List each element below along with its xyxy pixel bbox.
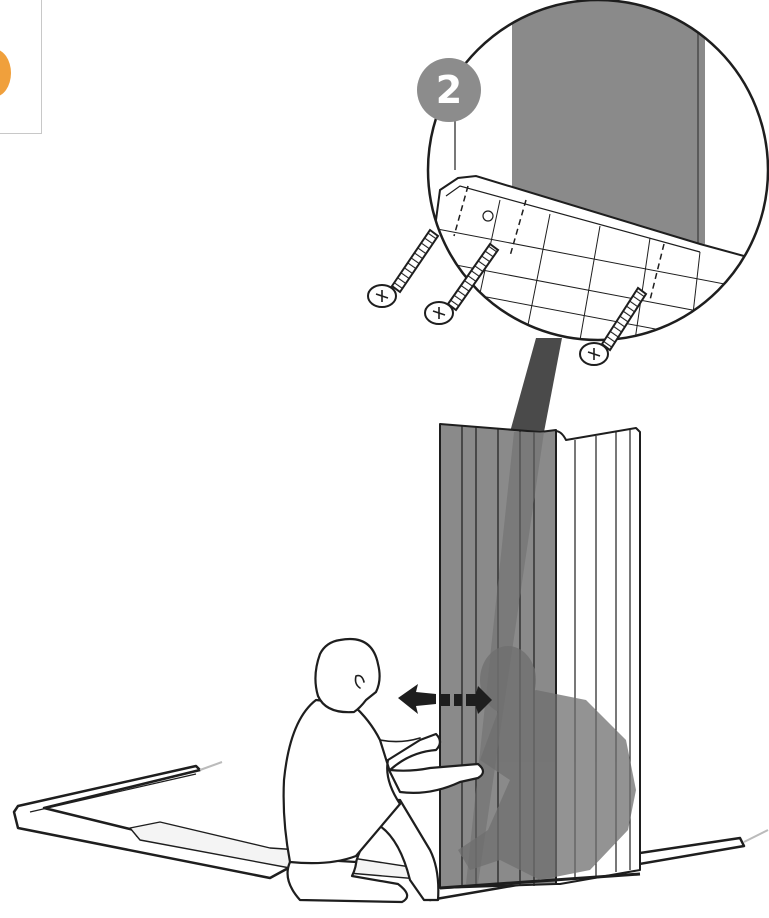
screw-icon bbox=[368, 230, 438, 307]
detail-magnifier bbox=[420, 0, 768, 350]
callout-pointer bbox=[510, 338, 562, 432]
step-number-label: 2 bbox=[436, 68, 462, 112]
step-number-badge: 2 bbox=[417, 58, 481, 122]
